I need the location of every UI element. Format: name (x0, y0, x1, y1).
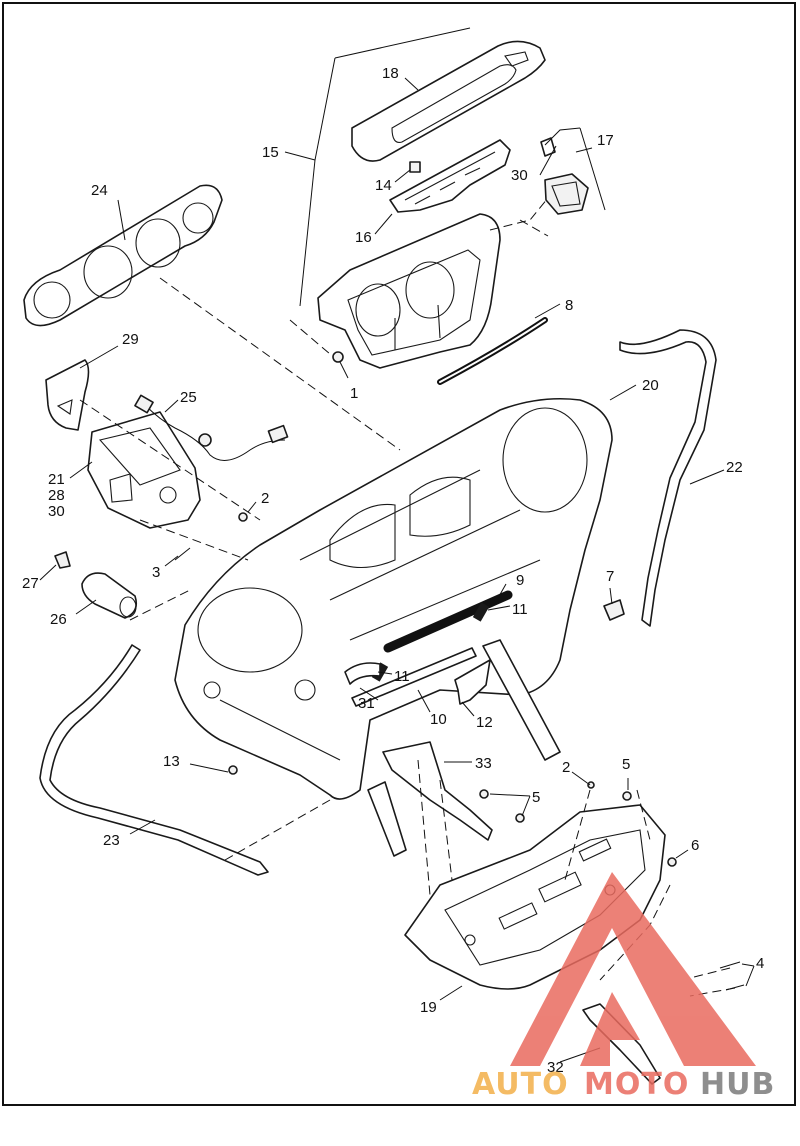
callout-1: 1 (350, 385, 358, 402)
callout-33: 33 (475, 755, 492, 772)
callout-32: 32 (547, 1059, 564, 1076)
bracket-strut-left (367, 781, 407, 857)
callout-9: 9 (516, 572, 524, 589)
callout-12: 12 (476, 714, 493, 731)
part-2-fastener-b (587, 781, 595, 789)
callout-27: 27 (22, 575, 39, 592)
callout-8: 8 (565, 297, 573, 314)
callout-3: 3 (152, 564, 160, 581)
part-31-hose (344, 662, 381, 685)
part-1-screw (332, 351, 344, 363)
part-17-switch-assembly (540, 137, 589, 215)
callout-2: 2 (562, 759, 570, 776)
part-2-screw (238, 512, 248, 522)
part-4-bolts (719, 961, 745, 991)
leader-lines (39, 27, 755, 1063)
callout-17: 17 (597, 132, 614, 149)
callout-11: 11 (512, 601, 528, 618)
callout-21: 21 (48, 471, 65, 488)
callout-13: 13 (163, 753, 180, 770)
diagram-border (2, 2, 796, 1106)
part-24-gauge-bezel (23, 184, 223, 327)
callout-6: 6 (691, 837, 699, 854)
callout-16: 16 (355, 229, 372, 246)
callout-15: 15 (262, 144, 279, 161)
callout-25: 25 (180, 389, 197, 406)
callout-28: 28 (48, 487, 65, 504)
callout-29: 29 (122, 331, 139, 348)
watermark-moto: MOTO (584, 1067, 689, 1102)
part-14-clip (409, 161, 421, 173)
callout-26: 26 (50, 611, 67, 628)
callout-24: 24 (91, 182, 108, 199)
part-3-screw (174, 547, 191, 561)
callout-20: 20 (642, 377, 659, 394)
watermark-auto: AUTO (472, 1067, 569, 1102)
callout-7: 7 (606, 568, 614, 585)
callout-5: 5 (622, 756, 630, 773)
callout-4: 4 (756, 955, 764, 972)
part-25-harness (134, 394, 289, 461)
part-10-strip (351, 647, 477, 707)
callout-31: 31 (358, 695, 375, 712)
part-9-seal (383, 590, 513, 653)
callout-22: 22 (726, 459, 743, 476)
callout-5: 5 (532, 789, 540, 806)
callout-23: 23 (103, 832, 120, 849)
part-23-left-trim (39, 644, 269, 876)
bracket-strut-right (482, 639, 561, 761)
part-29-gasket (45, 359, 90, 431)
part-11-clip-a (472, 602, 490, 622)
callout-30: 30 (48, 503, 65, 520)
callout-19: 19 (420, 999, 437, 1016)
part-13-fastener (228, 765, 238, 775)
part-5-fastener-a (479, 789, 489, 799)
part-7-fastener (603, 599, 625, 621)
part-8-seal-strip (437, 317, 548, 385)
part-21-module (87, 411, 201, 529)
callout-30: 30 (511, 167, 528, 184)
part-33-bracket (382, 741, 493, 841)
callout-14: 14 (375, 177, 392, 194)
callout-18: 18 (382, 65, 399, 82)
automotohub-watermark: AUTO MOTO HUB (472, 872, 775, 1102)
watermark-triangle-logo (510, 872, 756, 1066)
part-5-fastener-c (622, 791, 632, 801)
part-22-right-trim (619, 329, 717, 627)
part-16-bracket (389, 139, 511, 213)
part-27-plug (54, 551, 71, 569)
callout-10: 10 (430, 711, 447, 728)
callout-2: 2 (261, 490, 269, 507)
callout-labels: 1 2 2 3 4 5 5 6 7 8 9 10 11 11 12 13 14 … (22, 65, 764, 1076)
part-6-fastener (667, 857, 677, 867)
part-20-inner-fairing (174, 397, 613, 800)
watermark-hub: HUB (700, 1067, 775, 1102)
part-26-cylinder (81, 572, 138, 619)
part-15-gauge-bracket (317, 213, 501, 369)
callout-11: 11 (394, 668, 410, 685)
part-18-trim-cap (351, 40, 546, 162)
